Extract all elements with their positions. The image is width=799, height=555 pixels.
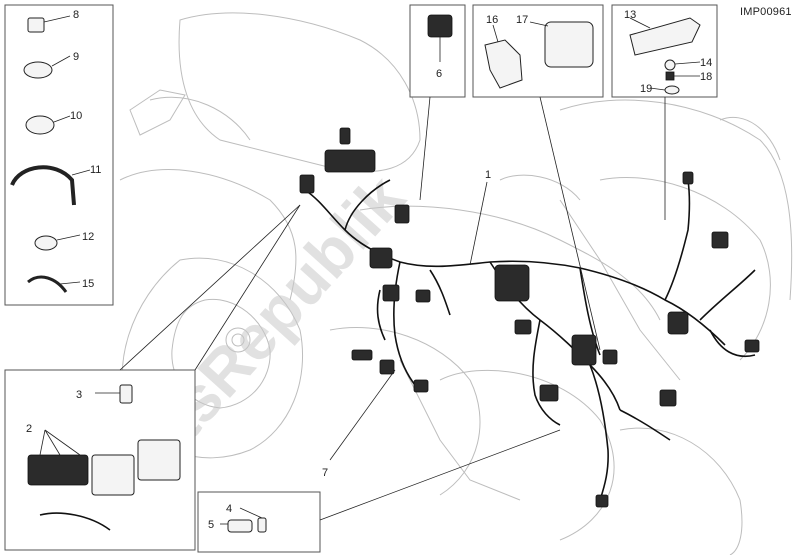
callout-14: 14 xyxy=(700,57,712,69)
small-parts-panel xyxy=(4,4,114,306)
callout-11: 11 xyxy=(90,164,101,176)
relay-icon xyxy=(91,454,135,496)
callout-7: 7 xyxy=(322,467,328,479)
callout-3: 3 xyxy=(76,389,82,401)
fuse-box-icon xyxy=(544,21,594,68)
callout-4: 4 xyxy=(226,503,232,515)
callout-2: 2 xyxy=(26,423,32,435)
callout-17: 17 xyxy=(516,14,528,26)
callouts: 1 2 3 4 5 6 7 8 9 10 11 12 13 14 15 16 1… xyxy=(26,9,712,531)
bolt-icon xyxy=(227,519,253,533)
fuse-icon xyxy=(119,384,133,404)
diagram-code: IMP00961 xyxy=(740,6,792,18)
motorcycle-outline xyxy=(119,12,793,555)
callout-1: 1 xyxy=(485,169,491,181)
callout-6: 6 xyxy=(436,68,442,80)
callout-15: 15 xyxy=(82,278,94,290)
callout-12: 12 xyxy=(82,231,94,243)
callout-19: 19 xyxy=(640,83,652,95)
parts-13-19-panel xyxy=(611,4,718,220)
connector-cover-icon xyxy=(484,39,523,89)
part-6-panel xyxy=(409,4,466,201)
callout-18: 18 xyxy=(700,71,712,83)
callout-9: 9 xyxy=(73,51,79,63)
main-wiring-harness xyxy=(299,127,760,508)
clip-icon xyxy=(27,17,45,33)
parts-16-17-panel xyxy=(472,4,604,351)
callout-13: 13 xyxy=(624,9,636,21)
relay-block-icon xyxy=(27,454,89,486)
nut-icon xyxy=(257,517,267,533)
callout-16: 16 xyxy=(486,14,498,26)
parts-4-5-panel xyxy=(197,429,561,553)
relay-icon xyxy=(427,14,453,38)
callout-5: 5 xyxy=(208,519,214,531)
washer-icon xyxy=(664,59,676,71)
callout-8: 8 xyxy=(73,9,79,21)
relay-icon xyxy=(137,439,181,481)
screw-icon xyxy=(665,71,675,81)
control-unit-icon xyxy=(629,17,701,56)
callout-10: 10 xyxy=(70,110,82,122)
parts-2-3-panel xyxy=(4,204,301,551)
